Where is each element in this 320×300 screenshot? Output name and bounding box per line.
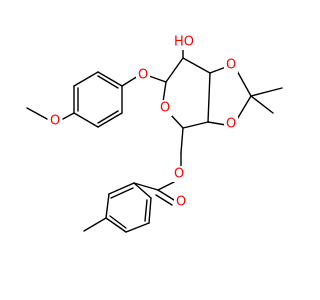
bond-c5-ringo [169,113,184,129]
bond-ccarbonyl-ar2 [133,182,159,191]
atom-labels: HO O O O O O O O [48,34,238,210]
bond-c1-o-aryl [148,75,167,83]
dioxolane-oxygen-top-label: O [224,57,238,73]
ring-oxygen: O [160,101,170,116]
molecule-drawing: HO O O O O O O O [26,34,283,233]
bond-c2-c3 [182,57,211,74]
bond-cacetal-methyl1 [250,87,283,97]
ester-single-oxygen-label: O [172,166,186,182]
bond-ar2-4 [125,222,150,233]
dioxolane-oxygen-bottom-label: O [224,116,238,132]
bond-cacetal-methyl2 [250,95,274,114]
bond-ar2-1 [108,182,135,195]
bond-c3-c4 [207,72,211,123]
dioxolane-oxygen-top: O [226,58,236,73]
ester-single-oxygen: O [174,167,184,182]
methoxy-oxygen: O [50,114,60,129]
bond-o-methoxy-ch3 [26,107,48,120]
bond-ar2-5 [148,197,152,224]
bond-ar1-1 [97,71,123,87]
bond-ar2-3 [105,217,127,233]
bond-c1-c2 [165,57,184,83]
dioxolane-oxygen-bottom: O [226,117,236,132]
hydroxyl-label: HO [170,34,194,50]
ester-carbonyl-oxygen: O [176,195,186,210]
methoxy-oxygen-label: O [48,113,62,129]
bond-ar2-2 [105,193,110,219]
bond-o-bottom-c4 [207,121,227,126]
bond-ar2-3-inner [109,215,127,229]
bond-ringo-c1 [162,81,167,103]
bond-o-top-cacetal [235,68,252,97]
aryl-ether-oxygen: O [138,68,148,83]
bond-ccarbonyl-o-double-1 [157,189,175,201]
bond-c5-ch2 [180,127,184,154]
bond-ccarbonyl-o-double-2 [155,194,173,206]
bond-ar2-5-inner [144,199,148,222]
bond-ar2-methyl [83,217,107,232]
bonds [26,48,283,233]
bond-ar1-4 [73,112,99,128]
bond-ar1-2 [73,71,99,87]
bond-ar1-5 [97,112,123,128]
hydroxyl-text: HO [174,35,194,50]
bond-ar1-o-methoxy [62,112,75,120]
bond-ar2-1-inner [110,187,134,199]
bond-cacetal-o-bottom [235,95,252,122]
chemical-structure-canvas: HO O O O O O O O [26,34,283,233]
bond-ar1-5-inner [97,110,119,124]
bond-o-aryl-ring [121,75,139,87]
ring-oxygen-label: O [158,100,172,116]
bond-c4-c5 [182,121,209,129]
bond-ar1-1-inner [97,75,119,89]
aryl-ether-oxygen-label: O [136,67,150,83]
bond-ar2-6 [133,182,152,199]
ester-carbonyl-oxygen-label: O [174,194,188,210]
bond-c3-o-top [209,66,227,74]
